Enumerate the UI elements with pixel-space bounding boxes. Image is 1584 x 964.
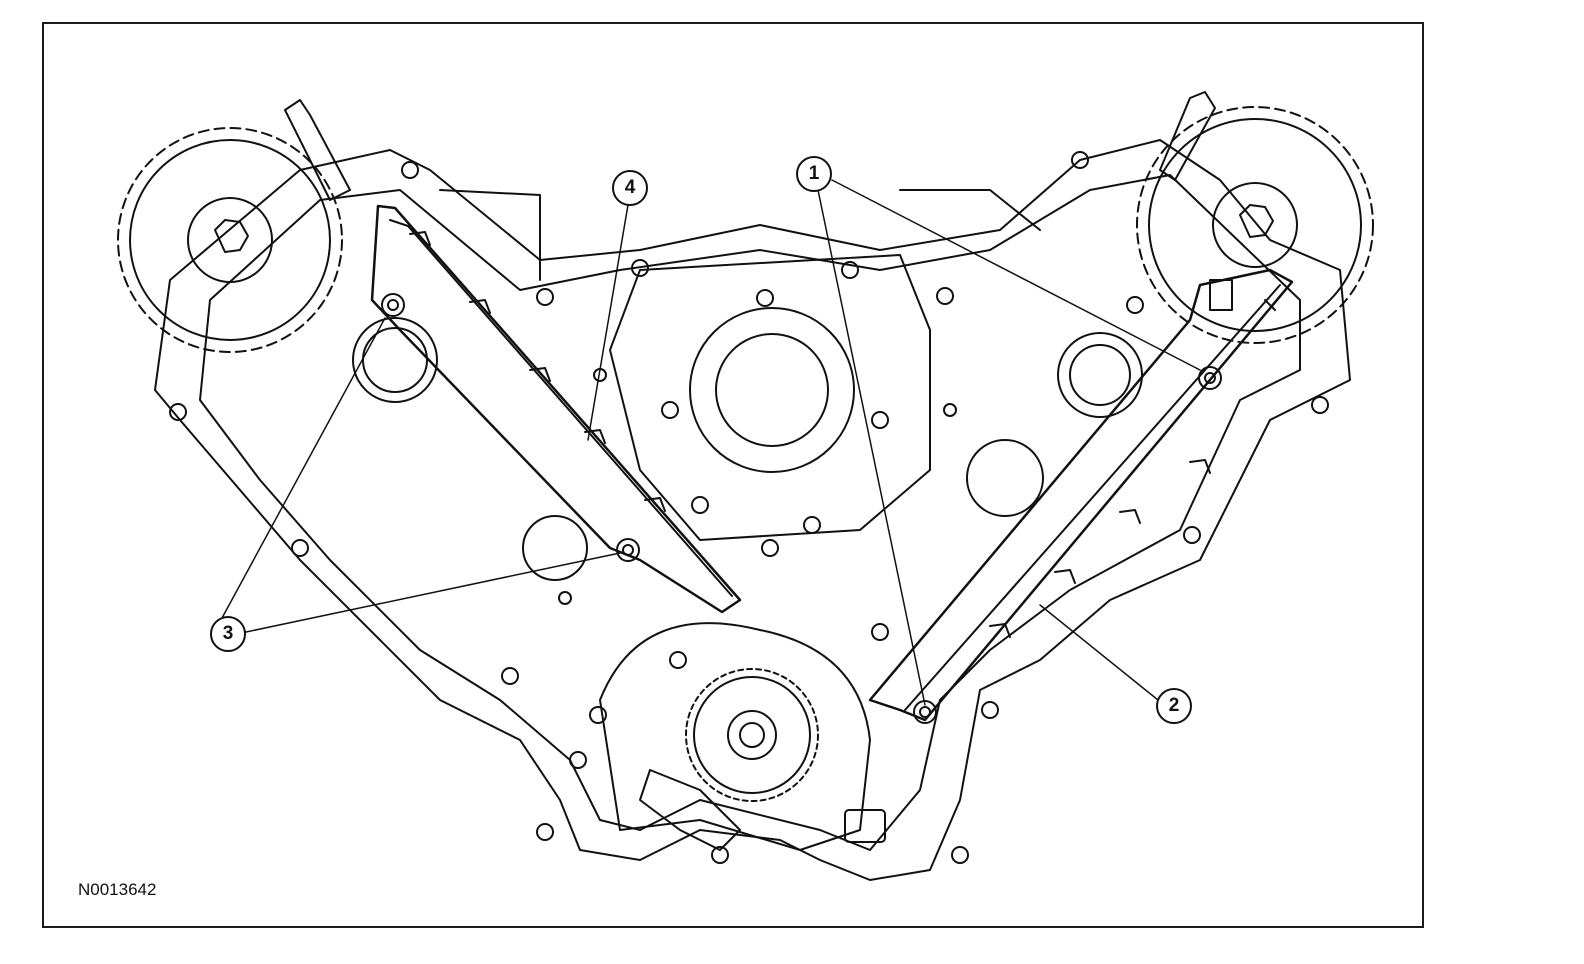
center-bore-rim (689, 307, 855, 473)
callout-4: 4 (612, 170, 648, 206)
left-bore (362, 327, 428, 393)
right-guide-teeth (989, 299, 1276, 638)
bolt-right-upper (1198, 366, 1222, 390)
callout-3-label: 3 (222, 623, 234, 644)
drain-plug (844, 809, 886, 843)
bolt-left-lower (616, 538, 640, 562)
mounting-holes (169, 151, 1329, 864)
callout-4-label: 4 (624, 177, 636, 198)
callout-2: 2 (1156, 688, 1192, 724)
left-lower-bore (522, 515, 588, 581)
figure-frame (42, 22, 1424, 928)
left-cam-bracket (284, 99, 351, 201)
callout-3: 3 (210, 616, 246, 652)
right-bore (1069, 344, 1131, 406)
pump-outlet (639, 769, 741, 851)
left-chain-guide (370, 204, 742, 614)
callout-1: 1 (796, 156, 832, 192)
oil-pump-housing (599, 622, 871, 851)
left-guide-teeth (409, 231, 666, 512)
leader-lines (221, 179, 1201, 706)
callout-2-label: 2 (1168, 695, 1180, 716)
right-guide-rail (904, 284, 1281, 711)
right-bore-lower (966, 439, 1044, 517)
crankshaft-sprocket (685, 668, 819, 802)
right-bore-rim (1057, 332, 1143, 418)
callout-1-label: 1 (808, 163, 820, 184)
left-bore-rim (352, 317, 438, 403)
right-cam-key (1209, 279, 1233, 311)
engine-block-outline (154, 139, 1351, 881)
upper-ribs (439, 189, 1041, 281)
bolt-right-lower (913, 700, 937, 724)
right-cam-sprocket (1136, 106, 1374, 344)
right-cam-bracket (1159, 91, 1216, 181)
left-cam-sprocket (117, 127, 343, 353)
center-bore (715, 333, 829, 447)
figure-reference: N0013642 (78, 880, 157, 899)
center-plate (609, 254, 931, 541)
right-chain-guide (868, 268, 1294, 722)
engine-block-inner (199, 174, 1301, 851)
bolt-left-upper (381, 293, 405, 317)
left-guide-rail (389, 219, 733, 597)
